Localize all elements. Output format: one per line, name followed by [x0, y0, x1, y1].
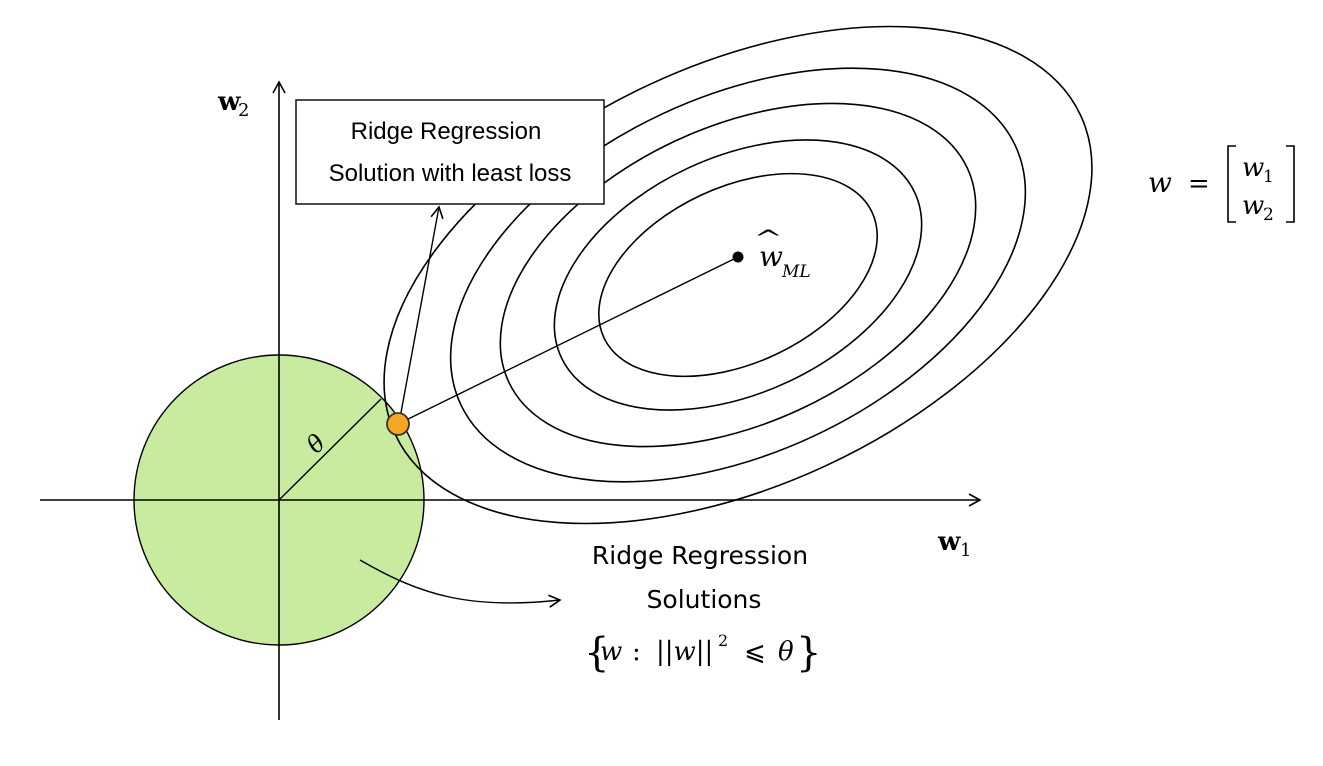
y-axis-label-sub: 2: [238, 100, 249, 121]
vector-top: w: [1242, 153, 1264, 183]
x-axis-label: w 1: [937, 527, 971, 561]
box-line-1: Ridge Regression: [351, 118, 542, 145]
contour-3: [499, 102, 977, 448]
set-colon: :: [632, 637, 641, 667]
solutions-set: { w : ||w|| 2 ⩽ θ }: [584, 630, 821, 676]
solutions-arrow: [359, 559, 562, 608]
vector-left-bracket: [1227, 145, 1236, 223]
ml-label: ^ w ML: [753, 226, 810, 282]
radius-line: [278, 398, 382, 501]
x-axis-label-sub: 1: [960, 540, 971, 561]
vector-bottom-sub: 2: [1263, 205, 1274, 225]
optimum-point: [386, 412, 410, 436]
vector-lhs: w: [1148, 166, 1172, 199]
contour-5: [383, 25, 1093, 525]
ml-line: [397, 256, 739, 425]
vector-eq: =: [1188, 169, 1210, 199]
box-arrow: [399, 205, 444, 419]
set-theta: θ: [778, 637, 794, 667]
contour-4: [449, 67, 1027, 483]
vector-top-sub: 1: [1263, 167, 1274, 187]
set-norm: ||w||: [656, 637, 713, 667]
annotation-box: [295, 99, 605, 205]
y-axis-label-var: w: [217, 87, 241, 117]
ml-label-sub: ML: [781, 262, 811, 282]
set-close-brace: }: [796, 630, 821, 676]
set-var: w: [600, 637, 622, 667]
set-open-brace: {: [584, 630, 609, 676]
solutions-line-1: Ridge Regression: [592, 541, 808, 570]
set-exp: 2: [718, 631, 728, 650]
vector-right-bracket: [1286, 145, 1295, 223]
box-line-2: Solution with least loss: [329, 160, 572, 187]
ml-label-hat: ^: [753, 226, 782, 251]
vector-definition: w = w 1 w 2: [1148, 145, 1295, 225]
loss-contours: [383, 25, 1093, 525]
y-axis-label: w 2: [217, 87, 249, 121]
ml-label-var: w: [759, 240, 783, 273]
ml-point: [732, 251, 744, 263]
vector-bottom: w: [1242, 191, 1264, 221]
x-axis-label-var: w: [937, 527, 961, 557]
contour-1: [598, 172, 878, 378]
set-leq: ⩽: [744, 637, 766, 667]
contour-2: [553, 139, 923, 411]
solutions-line-2: Solutions: [647, 585, 762, 614]
